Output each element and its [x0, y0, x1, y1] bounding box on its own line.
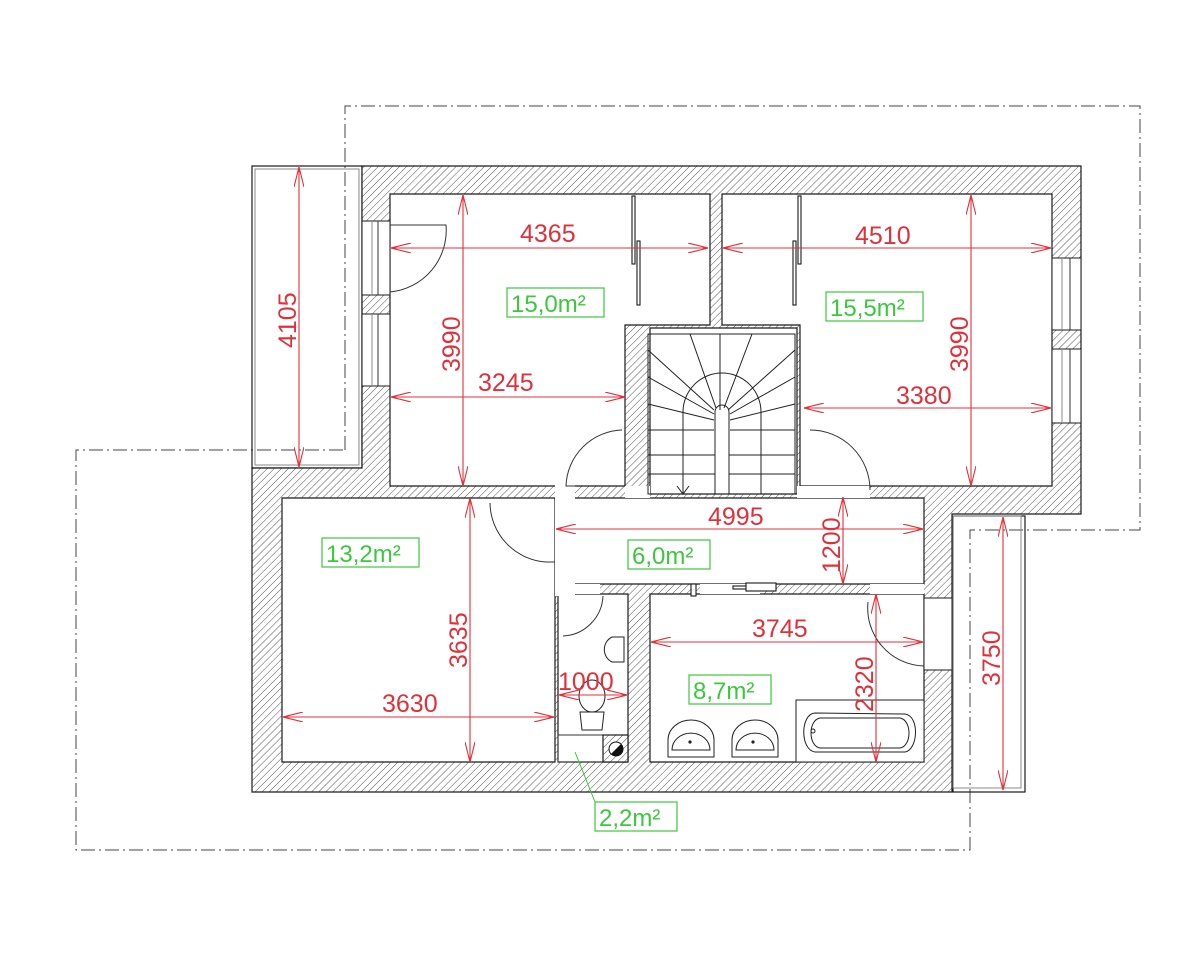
wardrobe-doors — [631, 195, 802, 597]
area-bedroom-1: 15,0m² — [511, 291, 586, 318]
roof-outline — [75, 105, 1141, 851]
dim-3990-right: 3990 — [946, 316, 974, 372]
sink-2 — [731, 719, 779, 758]
wc-sink — [603, 636, 625, 663]
dim-4105: 4105 — [274, 292, 302, 348]
door-swings — [389, 224, 925, 667]
dim-1000: 1000 — [558, 668, 614, 696]
dim-3750: 3750 — [978, 630, 1006, 686]
sink-1 — [667, 719, 715, 758]
area-hallway: 6,0m² — [632, 543, 693, 570]
dim-4995: 4995 — [708, 503, 764, 531]
area-labels: 15,0m² 15,5m² 13,2m² 6,0m² 8,7m² 2,2m² — [321, 287, 924, 832]
dim-4510: 4510 — [855, 222, 911, 250]
dim-3630: 3630 — [382, 690, 438, 718]
area-wc: 2,2m² — [599, 805, 660, 832]
dim-4365: 4365 — [520, 220, 576, 248]
dim-3380: 3380 — [896, 382, 952, 410]
staircase — [647, 333, 796, 495]
balcony-right — [952, 515, 1026, 793]
dim-3635: 3635 — [445, 612, 473, 668]
dimensions: 4365 4510 3990 3990 3245 3380 4105 4995 … — [274, 167, 1051, 790]
dim-1200: 1200 — [818, 517, 846, 573]
bathtub — [795, 699, 925, 763]
area-bedroom-3: 13,2m² — [326, 541, 401, 568]
bathroom-fixtures — [557, 636, 925, 763]
dim-3745: 3745 — [752, 615, 808, 643]
dim-3990-left: 3990 — [438, 316, 466, 372]
area-bathroom: 8,7m² — [693, 678, 754, 705]
openings — [361, 220, 1082, 671]
dim-2320: 2320 — [851, 656, 879, 712]
dim-3245: 3245 — [478, 369, 534, 397]
area-bedroom-2: 15,5m² — [830, 295, 905, 322]
